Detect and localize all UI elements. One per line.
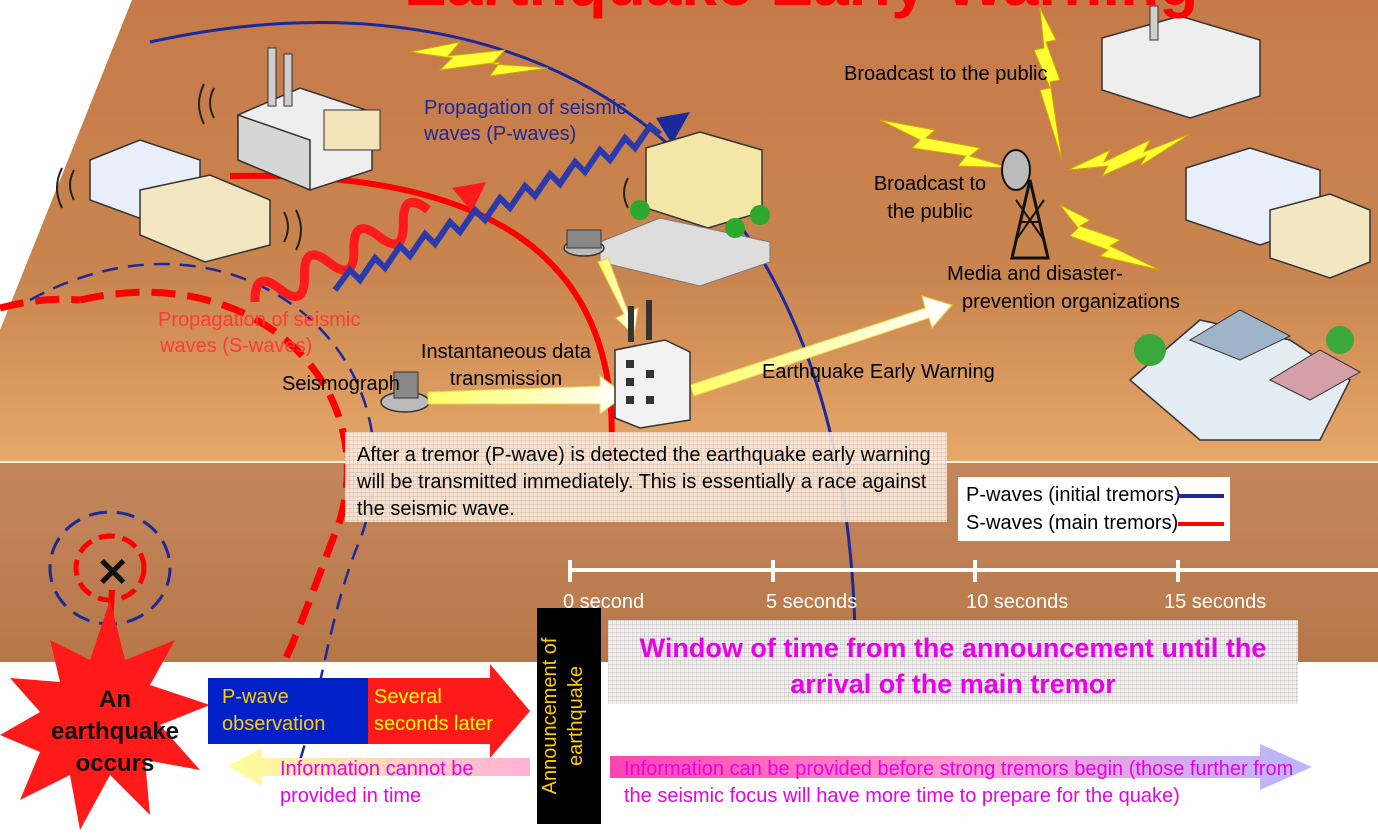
eew-arrow [689,295,953,397]
can-provide-text: Information can be provided before stron… [624,758,1294,807]
office-center [599,131,771,287]
factory-top-right [1101,5,1261,119]
title-fragment: Earthquake Early Warning [404,0,1198,18]
legend-swatch-p [1178,494,1224,498]
window-of-time-text: Window of time from the announcement unt… [639,633,1267,699]
seismograph-center [563,229,605,257]
announcement-box: Announcement of earthquake [537,608,601,824]
announcement-text: Announcement of earthquake [539,637,587,795]
label-media-2: prevention organizations [962,291,1180,313]
several-seconds-box: Several seconds later [368,678,493,744]
note-text: After a tremor (P-wave) is detected the … [357,444,931,520]
factory-top-left [198,47,381,192]
lightning-top [409,41,549,77]
cannot-provide-text: Information cannot be provided in time [280,758,474,807]
label-broadcast-public-mid-1: Broadcast to [873,173,987,195]
lightning-tower-top [1033,7,1063,161]
antenna-tower [1001,149,1050,260]
several-seconds-text: Several seconds later [374,686,493,735]
can-arrow [610,744,1312,790]
earthquake-occurs-text: An earthquake occurs [50,686,180,777]
several-seconds-arrowhead [490,664,530,758]
jma-building [614,300,691,429]
note-box: After a tremor (P-wave) is detected the … [345,432,947,522]
legend: P-waves (initial tremors) S-waves (main … [958,477,1230,541]
window-of-time-box: Window of time from the announcement unt… [608,620,1298,704]
legend-label-p: P-waves (initial tremors) [966,484,1181,506]
transmission-arrow-seismograph [427,374,626,416]
seismograph-left [380,371,430,413]
legend-label-s: S-waves (main tremors) [966,512,1179,534]
label-media-1: Media and disaster- [947,263,1123,285]
label-p-wave-propagation-2: waves (P-waves) [424,123,577,145]
p-wave-observation-box: P-wave observation [208,678,368,744]
p-wave-observation-text: P-wave observation [222,686,326,735]
label-broadcast-public-top: Broadcast to the public [844,63,1048,85]
timeline-label-15: 15 seconds [1164,591,1267,613]
epicenter-x-icon: ✕ [96,551,130,595]
lightning-right-down [1059,204,1161,271]
label-instant-1: Instantaneous data [420,341,592,363]
timeline-label-10: 10 seconds [966,591,1069,613]
p-wave-zigzag-arrow [332,121,662,292]
building-right [1185,147,1371,279]
building-left [56,139,302,263]
cannot-arrow [228,748,530,786]
legend-swatch-s [1178,522,1224,526]
p-wave-arrowhead [656,112,690,144]
label-s-wave-propagation-2: waves (S-waves) [160,335,313,357]
s-wave-arrowhead [452,182,486,212]
houses-right [1128,309,1362,441]
label-p-wave-propagation-1: Propagation of seismic [424,97,627,119]
label-s-wave-propagation-1: Propagation of seismic [158,309,361,331]
label-broadcast-public-mid-2: the public [887,201,973,223]
lightning-right-up [1067,133,1191,178]
label-seismograph: Seismograph [282,373,400,395]
earthquake-starburst [0,600,210,830]
timeline-label-0: 0 second [563,591,645,613]
label-instant-2: transmission [449,368,563,390]
timeline-label-5: 5 seconds [766,591,858,613]
label-eew: Earthquake Early Warning [762,361,995,383]
